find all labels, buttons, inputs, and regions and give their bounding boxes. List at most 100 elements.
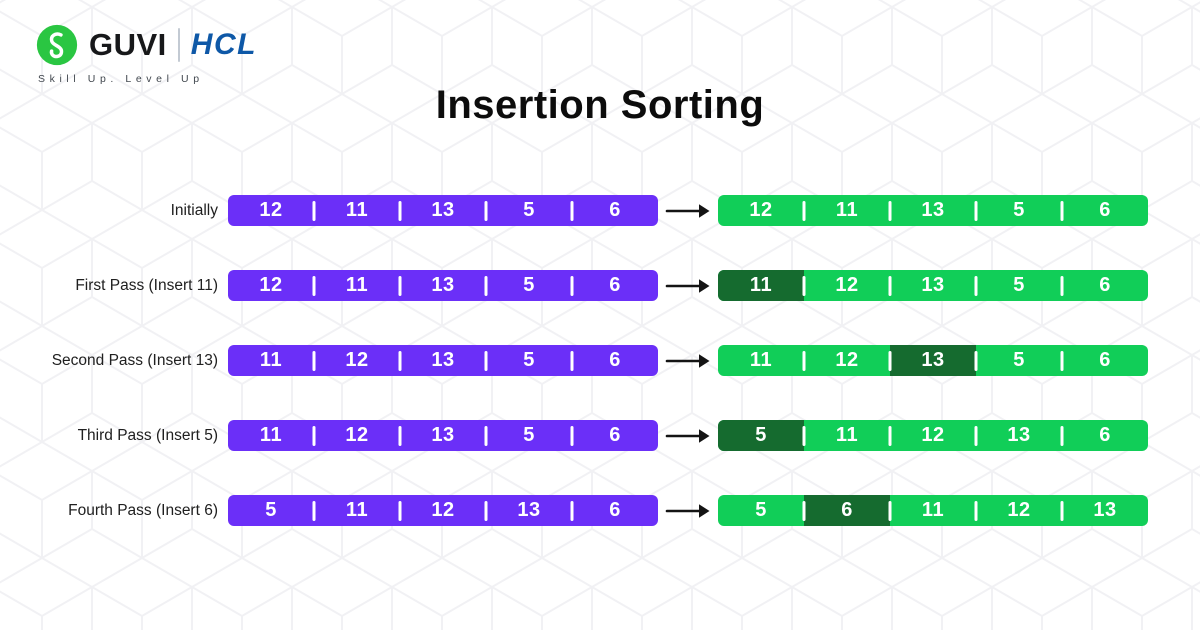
cell-divider [312,275,316,296]
cell-divider [398,425,402,446]
array-cell: 12 [835,349,859,371]
array-cell: 11 [345,199,369,221]
cell-divider [974,425,978,446]
cell-divider [570,275,574,296]
array-cell: 12 [259,199,283,221]
guvi-g-icon [36,24,78,66]
array-cell: 13 [1007,424,1031,446]
row-label: Initially [170,201,218,219]
cell-divider [888,350,892,371]
cell-divider [484,500,488,521]
array-cell: 6 [609,499,621,521]
row-label: Fourth Pass (Insert 6) [68,501,218,519]
cell-divider [974,275,978,296]
cell-divider [802,425,806,446]
array-cell: 13 [517,499,541,521]
array-cell-inserted: 6 [804,495,890,526]
array-cell: 13 [921,199,945,221]
array-cell: 5 [523,424,535,446]
row-label: First Pass (Insert 11) [75,276,218,294]
cell-divider [1060,500,1064,521]
page-title: Insertion Sorting [435,83,765,127]
array-cell: 11 [921,499,945,521]
cell-divider [974,500,978,521]
array-cell: 5 [755,499,767,521]
sort-row-first-pass: First Pass (Insert 11) 12 11 13 5 6 11 1… [26,270,1148,301]
sorted-array: 5 6 11 12 13 [718,495,1148,526]
array-cell: 12 [259,274,283,296]
unsorted-array: 12 11 13 5 6 [228,195,658,226]
array-cell: 6 [1099,349,1111,371]
cell-divider [570,500,574,521]
cell-divider [802,200,806,221]
array-cell: 13 [921,274,945,296]
unsorted-array: 5 11 12 13 6 [228,495,658,526]
logo-lockup: GUVI HCL Skill Up. Level Up [36,24,257,85]
cell-divider [802,350,806,371]
array-cell: 13 [431,349,455,371]
cell-divider [802,275,806,296]
array-cell: 12 [345,424,369,446]
sorted-array: 5 11 12 13 6 [718,420,1148,451]
array-cell: 12 [835,274,859,296]
array-cell: 11 [345,499,369,521]
cell-divider [312,350,316,371]
guvi-wordmark: GUVI [89,27,167,62]
cell-divider [888,425,892,446]
cell-divider [398,200,402,221]
cell-divider [888,200,892,221]
sorting-steps: Initially 12 11 13 5 6 12 11 13 5 6 Firs… [26,195,1148,570]
logo-divider [177,28,180,62]
array-cell: 13 [431,274,455,296]
cell-divider [974,350,978,371]
cell-divider [484,200,488,221]
cell-divider [312,200,316,221]
cell-divider [802,500,806,521]
cell-divider [1060,200,1064,221]
cell-divider [398,500,402,521]
right-arrow-icon [658,352,718,370]
array-cell: 5 [523,199,535,221]
array-cell-inserted: 13 [890,345,976,376]
array-cell: 13 [431,424,455,446]
array-cell: 5 [1013,199,1025,221]
array-cell: 11 [749,349,773,371]
array-cell: 5 [265,499,277,521]
array-cell: 6 [609,199,621,221]
right-arrow-icon [658,277,718,295]
cell-divider [312,425,316,446]
right-arrow-icon [658,502,718,520]
array-cell: 6 [1099,199,1111,221]
array-cell: 11 [259,424,283,446]
cell-divider [484,350,488,371]
array-cell: 6 [609,349,621,371]
cell-divider [974,200,978,221]
cell-divider [484,425,488,446]
cell-divider [1060,425,1064,446]
cell-divider [888,500,892,521]
array-cell-inserted: 5 [718,420,804,451]
sorted-array: 11 12 13 5 6 [718,270,1148,301]
cell-divider [398,275,402,296]
right-arrow-icon [658,202,718,220]
array-cell: 6 [609,424,621,446]
hcl-wordmark: HCL [190,28,257,61]
cell-divider [888,275,892,296]
unsorted-array: 11 12 13 5 6 [228,345,658,376]
row-label: Second Pass (Insert 13) [51,351,218,369]
array-cell: 5 [1013,274,1025,296]
array-cell: 12 [921,424,945,446]
array-cell: 11 [835,424,859,446]
sorted-array: 11 12 13 5 6 [718,345,1148,376]
sort-row-initially: Initially 12 11 13 5 6 12 11 13 5 6 [26,195,1148,226]
array-cell: 13 [431,199,455,221]
cell-divider [312,500,316,521]
array-cell: 11 [835,199,859,221]
cell-divider [398,350,402,371]
array-cell: 12 [749,199,773,221]
unsorted-array: 11 12 13 5 6 [228,420,658,451]
array-cell: 11 [345,274,369,296]
right-arrow-icon [658,427,718,445]
sort-row-fourth-pass: Fourth Pass (Insert 6) 5 11 12 13 6 5 6 … [26,495,1148,526]
